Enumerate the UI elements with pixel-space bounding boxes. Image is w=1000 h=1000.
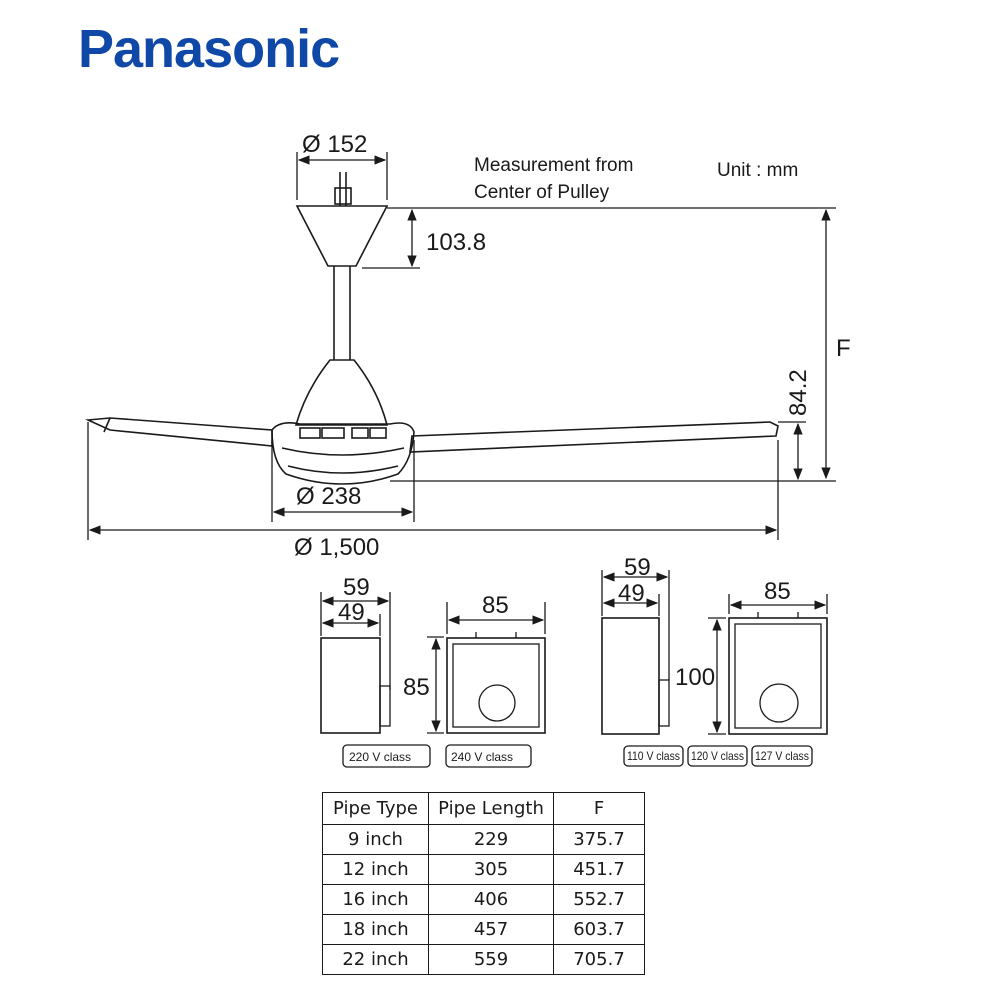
f-value-cell: 451.7	[553, 854, 645, 885]
pipe-type-cell: 16 inch	[322, 884, 429, 915]
regulator-group-b: 59 49 100 85 110 V class 120 V class 127…	[601, 554, 828, 767]
f-value-cell: 705.7	[553, 944, 645, 975]
reg-b-class-127: 127 V class	[755, 749, 809, 763]
table-row: 18 inch 457 603.7	[322, 914, 645, 945]
pipe-length-cell: 457	[428, 914, 554, 945]
motor-diameter-label: Ø 238	[296, 483, 361, 510]
table-row: 12 inch 305 451.7	[322, 854, 645, 885]
pipe-length-cell: 406	[428, 884, 554, 915]
reg-b-side-outer-width: 59	[624, 554, 651, 581]
table-header-row: Pipe Type Pipe Length F	[322, 792, 645, 825]
pipe-type-cell: 9 inch	[322, 824, 429, 855]
overall-height-label: F	[836, 335, 851, 362]
pipe-length-cell: 559	[428, 944, 554, 975]
sweep-diameter-label: Ø 1,500	[294, 534, 379, 561]
reg-a-side-outer-width: 59	[343, 574, 370, 601]
unit-label: Unit : mm	[717, 160, 798, 181]
header-f: F	[553, 792, 645, 825]
canopy-height-label: 103.8	[426, 229, 486, 256]
pipe-type-cell: 22 inch	[322, 944, 429, 975]
reg-b-side-inner-width: 49	[618, 580, 645, 607]
reg-b-class-120: 120 V class	[691, 749, 744, 763]
pipe-type-cell: 12 inch	[322, 854, 429, 885]
reg-a-height: 85	[403, 674, 430, 701]
dimension-lines	[87, 152, 836, 540]
reg-a-front-width: 85	[482, 592, 509, 619]
reg-b-height: 100	[675, 664, 715, 691]
header-pipe-length: Pipe Length	[428, 792, 554, 825]
reg-a-side-inner-width: 49	[338, 599, 365, 626]
reg-b-class-110: 110 V class	[627, 749, 680, 763]
measurement-note-line2: Center of Pulley	[474, 182, 610, 203]
header-pipe-type: Pipe Type	[322, 792, 429, 825]
reg-a-class-240: 240 V class	[451, 750, 513, 764]
fan-outline	[84, 172, 779, 485]
reg-b-front-width: 85	[764, 578, 791, 605]
table-row: 22 inch 559 705.7	[322, 944, 645, 975]
regulator-group-a: 59 49 85 85 220 V class 240 V class	[320, 574, 546, 768]
canopy-diameter-label: Ø 152	[302, 131, 367, 158]
pipe-length-table: Pipe Type Pipe Length F 9 inch 229 375.7…	[322, 792, 645, 975]
pipe-length-cell: 305	[428, 854, 554, 885]
table-row: 16 inch 406 552.7	[322, 884, 645, 915]
measurement-note-line1: Measurement from	[474, 155, 633, 176]
pipe-length-cell: 229	[428, 824, 554, 855]
fan-dimension-drawing: Ø 152 Measurement from Center of Pulley …	[84, 131, 851, 768]
pipe-type-cell: 18 inch	[322, 914, 429, 945]
f-value-cell: 603.7	[553, 914, 645, 945]
table-row: 9 inch 229 375.7	[322, 824, 645, 855]
f-value-cell: 552.7	[553, 884, 645, 915]
f-value-cell: 375.7	[553, 824, 645, 855]
reg-a-class-220: 220 V class	[349, 750, 411, 764]
panasonic-logo: Panasonic	[78, 19, 340, 79]
motor-height-label: 84.2	[785, 369, 812, 416]
